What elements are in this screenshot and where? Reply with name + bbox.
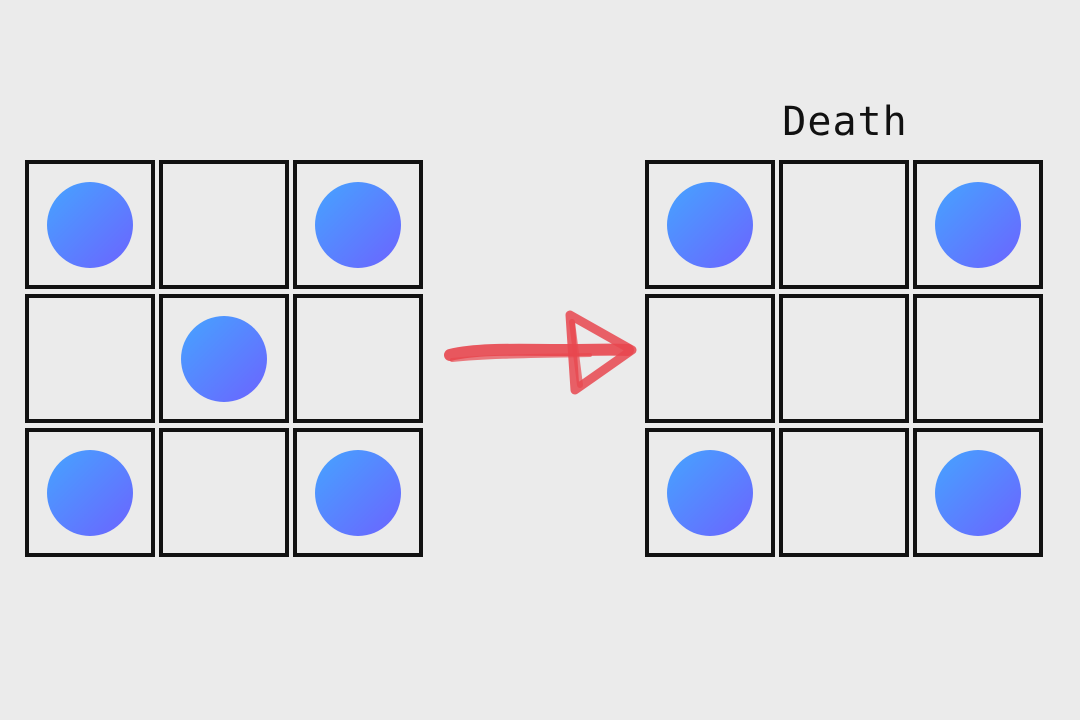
- live-cell-dot: [181, 315, 267, 402]
- live-cell-dot: [935, 449, 1021, 536]
- grid-cell: [25, 294, 155, 423]
- grid-cell: [913, 160, 1043, 289]
- live-cell-dot: [315, 181, 401, 268]
- live-cell-dot: [47, 449, 133, 536]
- live-cell-dot: [667, 449, 753, 536]
- grid-before: [25, 160, 423, 558]
- grid-cell: [159, 294, 289, 423]
- grid-cell: [913, 428, 1043, 557]
- live-cell-dot: [47, 181, 133, 268]
- live-cell-dot: [315, 449, 401, 536]
- grid-cell: [913, 294, 1043, 423]
- grid-cell: [293, 294, 423, 423]
- grid-cell: [645, 428, 775, 557]
- right-arrow-icon: [444, 310, 637, 395]
- grid-after: [645, 160, 1043, 558]
- grid-cell: [25, 160, 155, 289]
- grid-cell: [293, 428, 423, 557]
- live-cell-dot: [935, 181, 1021, 268]
- grid-cell: [779, 428, 909, 557]
- grid-cell: [779, 294, 909, 423]
- grid-cell: [645, 294, 775, 423]
- grid-cell: [159, 428, 289, 557]
- death-title: Death: [782, 99, 908, 145]
- grid-cell: [779, 160, 909, 289]
- grid-cell: [25, 428, 155, 557]
- grid-cell: [159, 160, 289, 289]
- grid-cell: [293, 160, 423, 289]
- grid-cell: [645, 160, 775, 289]
- live-cell-dot: [667, 181, 753, 268]
